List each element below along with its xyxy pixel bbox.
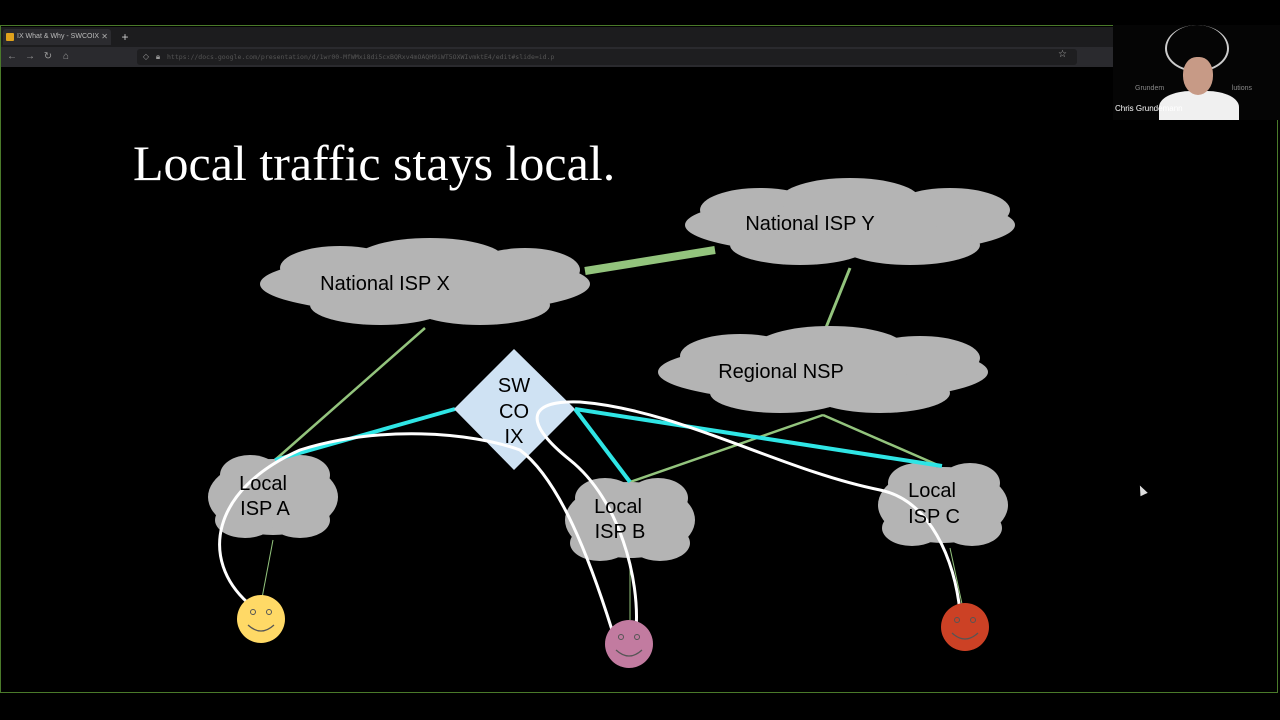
cloud-national-isp-x	[260, 238, 590, 325]
slides-icon	[6, 33, 14, 41]
link-regional-local-c	[822, 413, 941, 468]
browser-tab[interactable]: IX What & Why - SWCOIX ✕	[3, 29, 111, 45]
cloud-national-isp-y	[685, 178, 1015, 265]
label-regional-nsp: Regional NSP	[718, 361, 844, 383]
cyan-link-ix-c	[574, 407, 943, 468]
slide-title: Local traffic stays local.	[133, 135, 616, 191]
label-ix-line2: CO	[499, 401, 529, 423]
link-local-a-user	[261, 539, 274, 599]
smiley-red-icon	[941, 603, 989, 651]
path-b-to-c	[535, 400, 962, 631]
link-local-c-user	[949, 547, 963, 605]
close-icon[interactable]: ✕	[101, 32, 108, 41]
cyan-link-ix-a	[274, 407, 456, 462]
cyan-link-ix-b	[573, 407, 632, 484]
url-text[interactable]: https://docs.google.com/presentation/d/1…	[167, 53, 555, 61]
back-arrow-icon[interactable]: ←	[7, 51, 17, 62]
speaker-head	[1183, 57, 1213, 95]
label-local-isp-b-line1: Local	[594, 496, 642, 518]
label-ix-line1: SW	[498, 375, 530, 397]
label-local-isp-c-line1: Local	[908, 480, 956, 502]
home-icon[interactable]: ⌂	[62, 51, 70, 62]
url-bar[interactable]: ◇ 🔒︎ https://docs.google.com/presentatio…	[137, 49, 1077, 65]
label-national-isp-x: National ISP X	[320, 273, 450, 295]
label-local-isp-a-line1: Local	[239, 473, 287, 495]
speaker-body	[1159, 91, 1239, 120]
shield-icon[interactable]: ◇	[142, 52, 150, 61]
label-national-isp-y: National ISP Y	[745, 213, 874, 235]
browser-nav-bar: ← → ↻ ⌂ ◇ 🔒︎ https://docs.google.com/pre…	[1, 47, 1113, 67]
screen-share-frame	[0, 25, 1278, 693]
smiley-pink-icon	[605, 620, 653, 668]
speaker-video-tile[interactable]: Grundem lutions Chris Grundemann	[1113, 25, 1280, 120]
label-ix-line3: IX	[505, 426, 524, 448]
reload-icon[interactable]: ↻	[43, 51, 53, 62]
video-background-text-right: lutions	[1231, 85, 1252, 92]
forward-arrow-icon[interactable]: →	[25, 51, 35, 62]
link-x-y	[584, 246, 716, 275]
link-y-regional	[821, 267, 852, 336]
lock-icon[interactable]: 🔒︎	[155, 52, 161, 61]
cloud-local-isp-c	[878, 463, 1008, 546]
bookmark-star-icon[interactable]: ☆	[1058, 49, 1067, 60]
cloud-local-isp-b	[565, 478, 695, 561]
path-a-to-b	[218, 432, 614, 631]
label-local-isp-a-line2: ISP A	[240, 498, 290, 520]
label-local-isp-b-line2: ISP B	[595, 521, 646, 543]
speaker-name: Chris Grundemann	[1115, 104, 1183, 113]
cloud-regional-nsp	[658, 326, 988, 413]
link-regional-local-b	[629, 413, 824, 484]
video-background-text-left: Grundem	[1135, 85, 1165, 92]
browser-tab-bar: IX What & Why - SWCOIX ✕ +	[1, 27, 1113, 47]
tab-title: IX What & Why - SWCOIX	[17, 33, 100, 40]
smiley-yellow-icon	[237, 595, 285, 643]
label-local-isp-c-line2: ISP C	[908, 506, 960, 528]
cloud-local-isp-a	[208, 455, 338, 538]
link-x-local-a	[274, 327, 426, 461]
new-tab-button[interactable]: +	[121, 30, 129, 44]
